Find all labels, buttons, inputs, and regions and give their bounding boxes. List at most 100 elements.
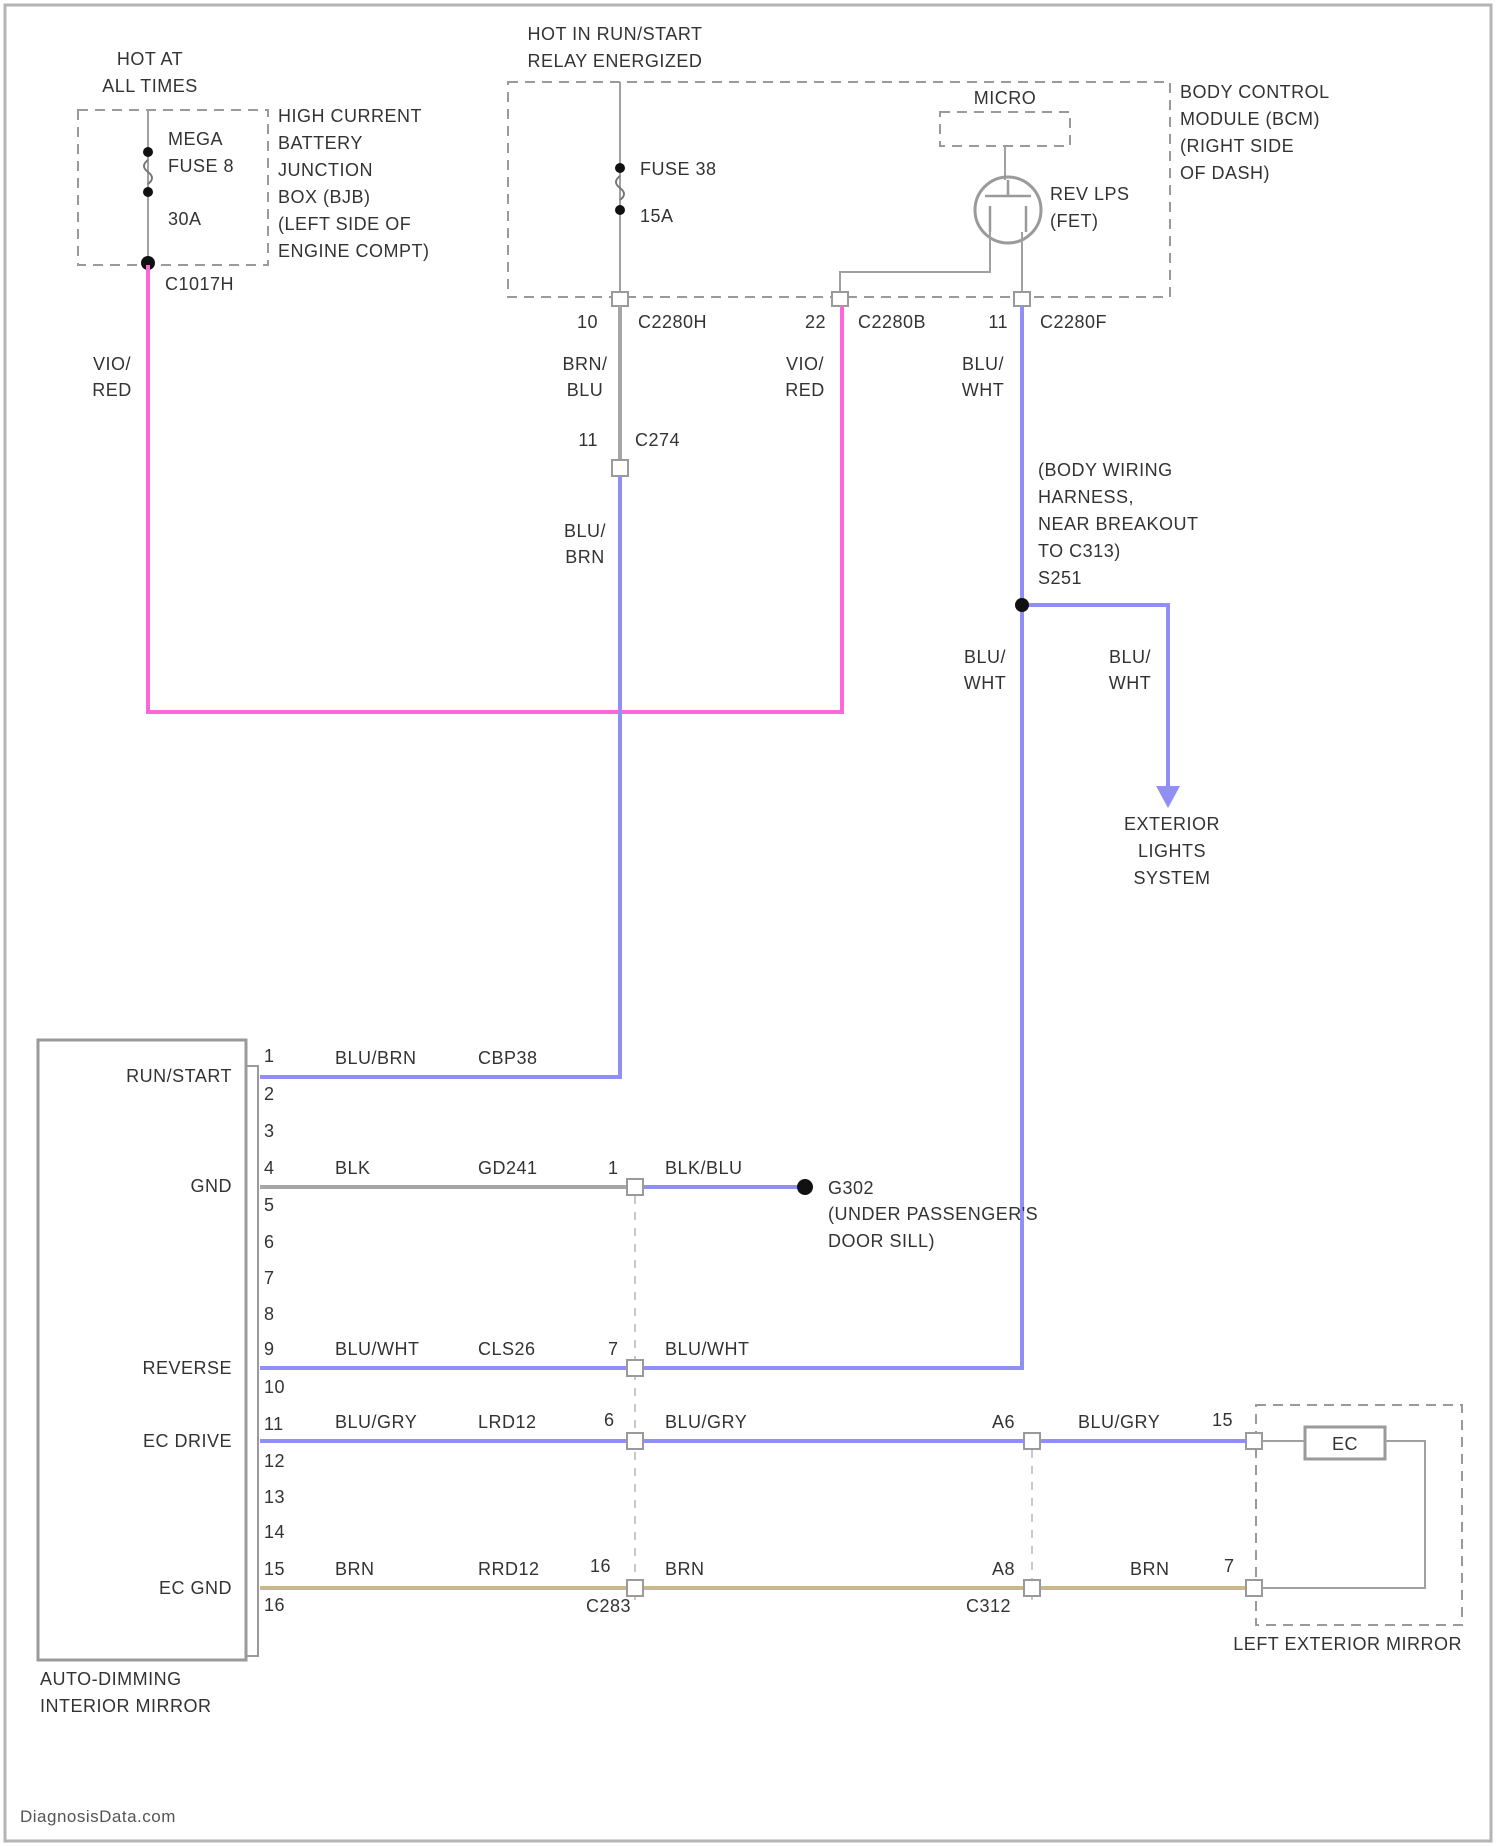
ec-internal-wiring xyxy=(1262,1441,1425,1588)
svg-text:BRN: BRN xyxy=(1130,1559,1170,1579)
svg-text:BLU/WHT: BLU/WHT xyxy=(335,1339,420,1359)
svg-text:HOT IN RUN/START: HOT IN RUN/START xyxy=(527,24,702,44)
svg-text:OF DASH): OF DASH) xyxy=(1180,163,1270,183)
svg-text:3: 3 xyxy=(264,1121,275,1141)
micro-box xyxy=(940,112,1070,146)
svg-text:G302: G302 xyxy=(828,1178,874,1198)
svg-text:RED: RED xyxy=(92,380,132,400)
mega-fuse-terminal-top xyxy=(143,147,153,157)
svg-text:1: 1 xyxy=(608,1158,619,1178)
svg-text:C274: C274 xyxy=(635,430,680,450)
brn-blu-label: BRN/ BLU xyxy=(562,354,607,400)
gnd-row-labels: BLK GD241 1 BLK/BLU G302 (UNDER PASSENGE… xyxy=(335,1158,1038,1251)
svg-text:BLU: BLU xyxy=(567,380,604,400)
svg-text:HIGH CURRENT: HIGH CURRENT xyxy=(278,106,422,126)
svg-text:10: 10 xyxy=(264,1377,285,1397)
hot-in-run-label: HOT IN RUN/START RELAY ENERGIZED xyxy=(527,24,702,71)
svg-text:DOOR SILL): DOOR SILL) xyxy=(828,1231,935,1251)
svg-text:BODY CONTROL: BODY CONTROL xyxy=(1180,82,1330,102)
blu-wht-branch-label: BLU/ WHT xyxy=(1109,647,1151,693)
svg-text:BLU/: BLU/ xyxy=(564,521,606,541)
svg-text:HARNESS,: HARNESS, xyxy=(1038,487,1134,507)
c312-label: C312 xyxy=(966,1596,1011,1616)
svg-text:C2280B: C2280B xyxy=(858,312,926,332)
svg-text:BLU/BRN: BLU/BRN xyxy=(335,1048,417,1068)
svg-text:FUSE 8: FUSE 8 xyxy=(168,156,234,176)
ec-gnd-row-labels: BRN RRD12 16 BRN A8 BRN 7 xyxy=(335,1556,1235,1579)
svg-text:REV LPS: REV LPS xyxy=(1050,184,1130,204)
svg-text:INTERIOR MIRROR: INTERIOR MIRROR xyxy=(40,1696,212,1716)
svg-text:8: 8 xyxy=(264,1304,275,1324)
svg-text:30A: 30A xyxy=(168,209,202,229)
rev-lps-label: REV LPS (FET) xyxy=(1050,184,1130,231)
svg-text:RRD12: RRD12 xyxy=(478,1559,540,1579)
fuse38-terminal-bottom xyxy=(615,205,625,215)
svg-text:(UNDER PASSENGER'S: (UNDER PASSENGER'S xyxy=(828,1204,1038,1224)
svg-text:7: 7 xyxy=(264,1268,275,1288)
s251-splice xyxy=(1015,598,1029,612)
svg-text:BLU/: BLU/ xyxy=(962,354,1004,374)
svg-text:ENGINE COMPT): ENGINE COMPT) xyxy=(278,241,430,261)
interior-mirror-box xyxy=(38,1040,246,1660)
c274-connector: 11 C274 xyxy=(578,430,680,476)
svg-text:WHT: WHT xyxy=(1109,673,1151,693)
mega-fuse-label: MEGA FUSE 8 30A xyxy=(168,129,234,229)
svg-text:RED: RED xyxy=(785,380,825,400)
svg-text:S251: S251 xyxy=(1038,568,1082,588)
svg-text:13: 13 xyxy=(264,1487,285,1507)
svg-text:C2280F: C2280F xyxy=(1040,312,1107,332)
svg-text:A6: A6 xyxy=(992,1412,1015,1432)
svg-text:WHT: WHT xyxy=(962,380,1004,400)
vio-red-wire xyxy=(148,265,842,712)
svg-text:BRN: BRN xyxy=(565,547,605,567)
svg-text:6: 6 xyxy=(264,1232,275,1252)
blu-wht-mid-label: BLU/ WHT xyxy=(964,647,1006,693)
micro-label: MICRO xyxy=(974,88,1037,108)
svg-text:BRN/: BRN/ xyxy=(562,354,607,374)
svg-text:C2280H: C2280H xyxy=(638,312,707,332)
svg-text:BLU/GRY: BLU/GRY xyxy=(1078,1412,1160,1432)
ec-label: EC xyxy=(1332,1434,1358,1454)
svg-text:AUTO-DIMMING: AUTO-DIMMING xyxy=(40,1669,182,1689)
exterior-lights-arrow xyxy=(1156,786,1180,808)
svg-text:NEAR BREAKOUT: NEAR BREAKOUT xyxy=(1038,514,1199,534)
svg-text:(RIGHT SIDE: (RIGHT SIDE xyxy=(1180,136,1294,156)
svg-text:5: 5 xyxy=(264,1195,275,1215)
svg-text:12: 12 xyxy=(264,1451,285,1471)
svg-text:9: 9 xyxy=(264,1339,275,1359)
svg-text:15: 15 xyxy=(1212,1410,1233,1430)
reverse-row-labels: BLU/WHT CLS26 7 BLU/WHT xyxy=(335,1339,750,1359)
svg-text:A8: A8 xyxy=(992,1559,1015,1579)
left-mirror-label: LEFT EXTERIOR MIRROR xyxy=(1233,1634,1462,1654)
svg-text:LRD12: LRD12 xyxy=(478,1412,537,1432)
svg-text:7: 7 xyxy=(1224,1556,1235,1576)
pin-numbers: 1 2 3 4 5 6 7 8 9 10 11 12 13 14 15 16 xyxy=(264,1046,285,1615)
svg-text:BRN: BRN xyxy=(665,1559,705,1579)
svg-text:ALL TIMES: ALL TIMES xyxy=(102,76,198,96)
pin-names: RUN/START GND REVERSE EC DRIVE EC GND xyxy=(126,1066,232,1598)
svg-text:2: 2 xyxy=(264,1084,275,1104)
svg-text:LIGHTS: LIGHTS xyxy=(1138,841,1206,861)
svg-text:BATTERY: BATTERY xyxy=(278,133,363,153)
svg-text:CLS26: CLS26 xyxy=(478,1339,536,1359)
svg-text:(FET): (FET) xyxy=(1050,211,1098,231)
svg-text:16: 16 xyxy=(264,1595,285,1615)
svg-text:BLU/: BLU/ xyxy=(1109,647,1151,667)
svg-text:1: 1 xyxy=(264,1046,275,1066)
svg-text:BLU/GRY: BLU/GRY xyxy=(665,1412,747,1432)
svg-text:WHT: WHT xyxy=(964,673,1006,693)
svg-text:11: 11 xyxy=(264,1414,284,1434)
watermark: DiagnosisData.com xyxy=(20,1807,176,1826)
svg-text:MEGA: MEGA xyxy=(168,129,223,149)
c1017h-label: C1017H xyxy=(165,274,234,294)
svg-text:JUNCTION: JUNCTION xyxy=(278,160,373,180)
hot-at-all-times-label: HOT AT ALL TIMES xyxy=(102,49,198,96)
rev-lps-fet-inner xyxy=(985,180,1031,232)
svg-text:BOX (BJB): BOX (BJB) xyxy=(278,187,371,207)
svg-text:(LEFT SIDE OF: (LEFT SIDE OF xyxy=(278,214,411,234)
svg-text:15A: 15A xyxy=(640,206,674,226)
svg-text:GND: GND xyxy=(191,1176,233,1196)
svg-text:REVERSE: REVERSE xyxy=(142,1358,232,1378)
svg-text:SYSTEM: SYSTEM xyxy=(1133,868,1210,888)
